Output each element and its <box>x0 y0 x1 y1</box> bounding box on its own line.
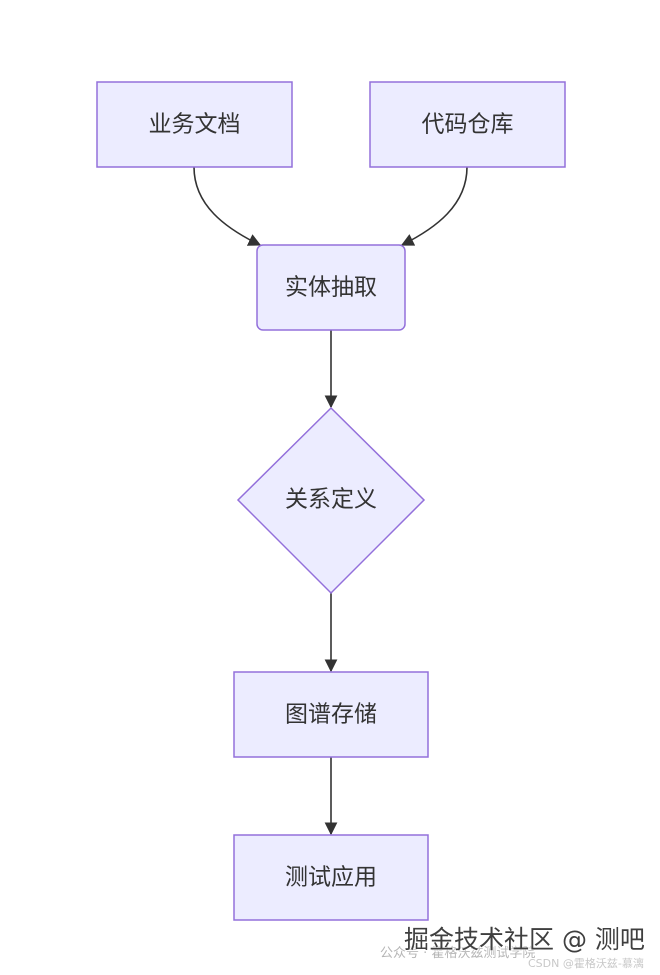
node-test-application-box <box>233 834 429 921</box>
node-business-docs[interactable]: 业务文档 <box>96 81 293 168</box>
node-relation-definition-label: 关系定义 <box>285 487 377 513</box>
node-graph-storage-label: 图谱存储 <box>285 702 377 728</box>
node-relation-definition[interactable]: 关系定义 <box>236 406 426 595</box>
watermark-juejin: 掘金技术社区 @ 测吧 <box>404 925 645 954</box>
node-test-application[interactable]: 测试应用 <box>233 834 429 921</box>
watermark-csdn: CSDN @霍格沃兹-慕漓 <box>528 957 644 970</box>
node-entity-extraction-box <box>256 244 406 331</box>
node-entity-extraction[interactable]: 实体抽取 <box>256 244 406 331</box>
node-test-application-label: 测试应用 <box>285 865 377 891</box>
node-graph-storage[interactable]: 图谱存储 <box>233 671 429 758</box>
watermark-wechat: 公众号 · 霍格沃兹测试学院 <box>380 946 536 961</box>
node-code-repo-box <box>369 81 566 168</box>
node-business-docs-label: 业务文档 <box>149 112 241 138</box>
node-code-repo[interactable]: 代码仓库 <box>369 81 566 168</box>
edge-repo-to-extract <box>400 166 468 246</box>
node-code-repo-label: 代码仓库 <box>422 112 514 138</box>
node-entity-extraction-label: 实体抽取 <box>285 275 377 301</box>
node-relation-definition-diamond <box>236 406 426 595</box>
node-graph-storage-box <box>233 671 429 758</box>
edge-docs-to-extract <box>193 166 262 246</box>
node-business-docs-box <box>96 81 293 168</box>
